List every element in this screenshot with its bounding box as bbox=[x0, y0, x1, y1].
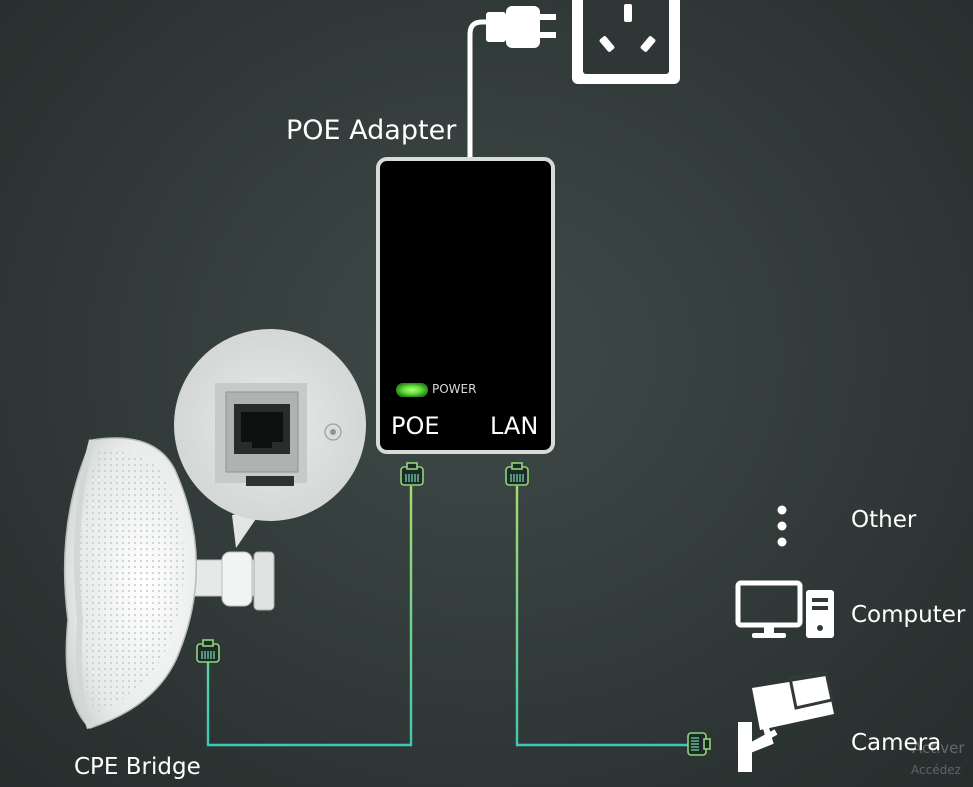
cable-lan-to-camera bbox=[515, 486, 690, 747]
other-label: Other bbox=[851, 507, 917, 533]
wall-socket-icon bbox=[572, 0, 680, 84]
watermark-line1: Activer bbox=[912, 739, 965, 757]
rj45-connector-icon bbox=[687, 732, 711, 756]
more-dots-icon bbox=[777, 505, 787, 547]
ethernet-port-zoom bbox=[174, 329, 366, 548]
power-led-label: POWER bbox=[432, 382, 477, 396]
power-plug-icon bbox=[467, 6, 556, 160]
poe-adapter bbox=[376, 157, 555, 454]
cpe-bridge-device bbox=[63, 437, 275, 730]
computer-label: Computer bbox=[851, 602, 966, 628]
camera-label: Camera bbox=[851, 730, 942, 756]
cpe-bridge-label: CPE Bridge bbox=[74, 754, 201, 780]
computer-icon bbox=[735, 580, 834, 638]
rj45-connector-icon bbox=[505, 462, 529, 486]
cable-poe-to-bridge bbox=[206, 486, 413, 747]
rj45-connector-icon bbox=[196, 639, 220, 663]
port-poe-label: POE bbox=[391, 412, 440, 440]
rj45-connector-icon bbox=[400, 462, 424, 486]
watermark-line2: Accédez bbox=[911, 763, 961, 777]
camera-icon bbox=[738, 670, 834, 772]
adapter-title: POE Adapter bbox=[286, 115, 457, 146]
power-led bbox=[396, 383, 428, 397]
port-lan-label: LAN bbox=[490, 412, 539, 440]
